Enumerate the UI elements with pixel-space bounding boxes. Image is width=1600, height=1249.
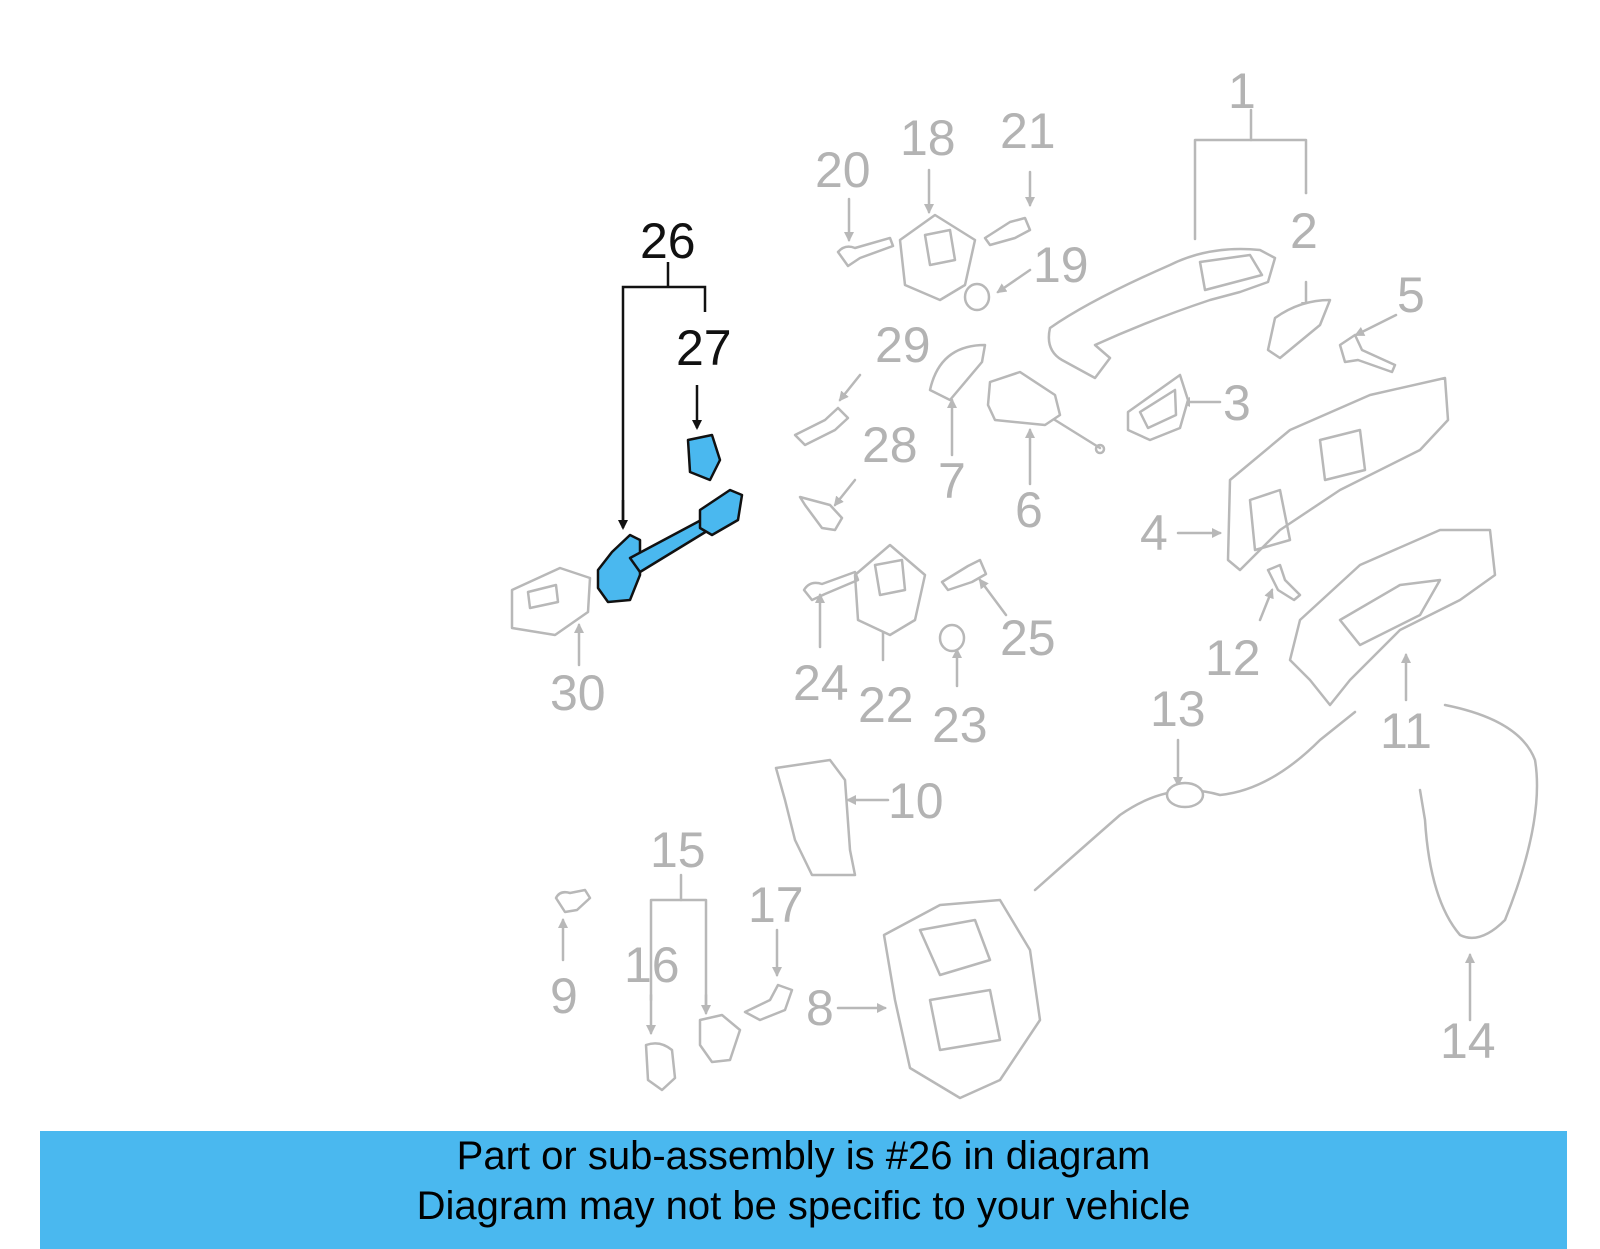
handle-reinforcement	[1226, 376, 1450, 572]
callout-16: 16	[624, 937, 680, 993]
callout-18: 18	[900, 110, 956, 166]
banner-line-2: Diagram may not be specific to your vehi…	[416, 1184, 1191, 1228]
lower-hinge-22	[853, 543, 927, 637]
callout-26: 26	[640, 213, 696, 269]
banner-line-1: Part or sub-assembly is #26 in diagram	[456, 1134, 1151, 1178]
bolt-21	[983, 216, 1032, 247]
callout-25: 25	[1000, 610, 1056, 666]
info-banner: Part or sub-assembly is #26 in diagram D…	[40, 1131, 1567, 1249]
bushing-23	[938, 623, 966, 653]
bolt-25	[940, 558, 988, 592]
upper-hinge-18	[898, 213, 977, 302]
callout-17: 17	[748, 877, 804, 933]
part-10-bracket	[774, 758, 857, 877]
leader-lines	[558, 108, 1475, 1035]
bolt-20	[836, 236, 895, 268]
screw-5	[1338, 333, 1397, 374]
part-15-bracket	[698, 1013, 742, 1064]
callout-9: 9	[550, 968, 578, 1024]
callout-21: 21	[1000, 103, 1056, 159]
door-lock-actuator	[882, 898, 1042, 1100]
screw-12	[1266, 563, 1302, 602]
gray-parts	[510, 213, 1539, 1100]
lock-cable-14	[1418, 703, 1539, 940]
lock-cylinder	[986, 370, 1062, 427]
callout-5: 5	[1397, 267, 1425, 323]
callout-10: 10	[888, 773, 944, 829]
cylinder-cap	[928, 343, 987, 402]
callout-6: 6	[1015, 482, 1043, 538]
callout-12: 12	[1205, 630, 1261, 686]
callout-3: 3	[1223, 375, 1251, 431]
callout-30: 30	[550, 665, 606, 721]
callout-labels: 1 2 3 4 5 6 7 8 9 10 11 12 13 14 15 16 1…	[550, 63, 1496, 1069]
outer-door-handle	[1047, 247, 1277, 380]
callout-19: 19	[1033, 237, 1089, 293]
callout-29: 29	[875, 317, 931, 373]
screw-9	[554, 888, 592, 914]
handle-gasket	[1266, 298, 1332, 360]
highlighted-parts	[596, 433, 744, 604]
callout-27: 27	[676, 320, 732, 376]
callout-8: 8	[806, 980, 834, 1036]
callout-15: 15	[650, 822, 706, 878]
part-16	[644, 1042, 677, 1092]
bushing-19	[963, 282, 991, 312]
callout-28: 28	[862, 417, 918, 473]
door-check-26	[596, 533, 642, 604]
callout-4: 4	[1140, 505, 1168, 561]
callout-2: 2	[1290, 203, 1318, 259]
bolt-29	[793, 406, 850, 447]
callout-14: 14	[1440, 1013, 1496, 1069]
callout-13: 13	[1150, 681, 1206, 737]
handle-bezel	[1126, 373, 1190, 442]
bolt-28	[798, 495, 844, 532]
callout-1: 1	[1228, 63, 1256, 119]
door-striker-30	[510, 566, 592, 637]
callout-11: 11	[1380, 703, 1432, 759]
callout-22: 22	[858, 677, 914, 733]
callout-20: 20	[815, 142, 871, 198]
bolt-24	[802, 570, 860, 602]
inner-door-handle	[1288, 528, 1497, 707]
callout-7: 7	[938, 453, 966, 509]
callout-23: 23	[932, 697, 988, 753]
callout-24: 24	[793, 655, 849, 711]
bolt-17	[743, 983, 794, 1022]
highlight-leaders	[618, 262, 707, 530]
check-seal-27	[686, 433, 722, 482]
